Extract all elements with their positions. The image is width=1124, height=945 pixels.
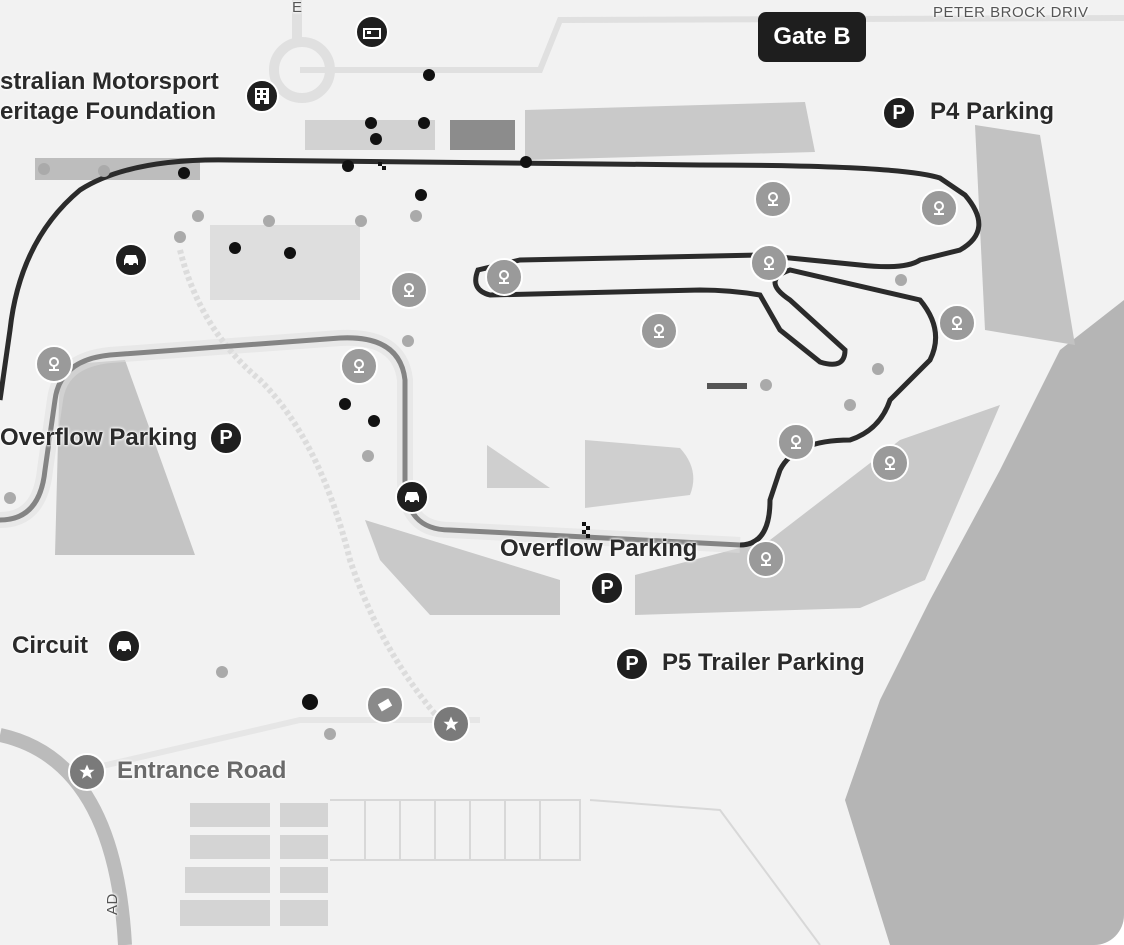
parking-area-east <box>975 125 1075 345</box>
amenity-dot[interactable] <box>415 189 427 201</box>
amenity-dot[interactable] <box>370 133 382 145</box>
parking-icon[interactable]: P <box>209 421 243 455</box>
minor-poi-dot[interactable] <box>760 379 772 391</box>
amenity-dot[interactable] <box>229 242 241 254</box>
star-icon[interactable] <box>432 705 470 743</box>
hotel-icon[interactable] <box>355 15 389 49</box>
amenity-dot[interactable] <box>302 694 318 710</box>
minor-poi-dot[interactable] <box>324 728 336 740</box>
label-heritage-line1: stralian Motorsport <box>0 68 219 95</box>
minor-poi-dot[interactable] <box>362 450 374 462</box>
minor-poi-dot[interactable] <box>355 215 367 227</box>
road-label-e: E <box>292 0 303 16</box>
location-pin-icon[interactable] <box>938 304 976 342</box>
amenity-dot[interactable] <box>339 398 351 410</box>
peter-brock-drive <box>300 15 1124 73</box>
road-label-ad: AD <box>104 893 121 915</box>
parking-area-south <box>365 520 560 615</box>
amenity-dot[interactable] <box>342 160 354 172</box>
location-pin-icon[interactable] <box>920 189 958 227</box>
location-pin-icon[interactable] <box>390 271 428 309</box>
minor-poi-dot[interactable] <box>192 210 204 222</box>
car-icon[interactable] <box>395 480 429 514</box>
location-pin-icon[interactable] <box>340 347 378 385</box>
label-p5-trailer-parking: P5 Trailer Parking <box>662 649 865 676</box>
parking-icon[interactable]: P <box>590 571 624 605</box>
label-p4-parking: P4 Parking <box>930 98 1055 125</box>
label-overflow-parking-west: Overflow Parking <box>0 424 198 451</box>
large-area-east <box>845 300 1124 945</box>
infield-shape-1 <box>487 445 550 488</box>
minor-poi-dot[interactable] <box>872 363 884 375</box>
star-icon[interactable] <box>68 753 106 791</box>
gate-b-callout[interactable]: Gate B <box>758 12 866 62</box>
label-circuit: Circuit <box>12 632 89 659</box>
location-pin-icon[interactable] <box>485 258 523 296</box>
service-road <box>177 249 443 722</box>
amenity-dot[interactable] <box>423 69 435 81</box>
amenity-dot[interactable] <box>368 415 380 427</box>
paddock-building <box>210 225 360 300</box>
car-icon[interactable] <box>107 629 141 663</box>
infield-shape-2 <box>585 440 694 508</box>
parking-area-west <box>55 360 195 555</box>
label-overflow-parking-south: Overflow Parking <box>500 535 698 562</box>
location-pin-icon[interactable] <box>871 444 909 482</box>
road-label-peter-brock-drive: PETER BROCK DRIV <box>933 4 1089 21</box>
car-park-plots <box>180 803 328 926</box>
minor-poi-dot[interactable] <box>844 399 856 411</box>
parking-icon[interactable]: P <box>882 96 916 130</box>
location-pin-icon[interactable] <box>750 244 788 282</box>
amenity-dot[interactable] <box>520 156 532 168</box>
minor-poi-dot[interactable] <box>410 210 422 222</box>
location-pin-icon[interactable] <box>747 540 785 578</box>
minor-poi-dot[interactable] <box>4 492 16 504</box>
minor-poi-dot[interactable] <box>38 163 50 175</box>
amenity-dot[interactable] <box>178 167 190 179</box>
location-pin-icon[interactable] <box>35 345 73 383</box>
amenity-dot[interactable] <box>284 247 296 259</box>
location-pin-icon[interactable] <box>777 423 815 461</box>
parking-area-top <box>525 102 815 160</box>
pit-building-2 <box>450 120 515 150</box>
car-icon[interactable] <box>114 243 148 277</box>
location-pin-icon[interactable] <box>754 180 792 218</box>
parking-area-southeast <box>635 405 1000 615</box>
lot-lines <box>330 799 821 945</box>
location-pin-icon[interactable] <box>640 312 678 350</box>
minor-poi-dot[interactable] <box>98 165 110 177</box>
parking-icon[interactable]: P <box>615 647 649 681</box>
entrance-road <box>84 717 480 773</box>
label-heritage-line2: eritage Foundation <box>0 98 216 125</box>
finish-line <box>378 162 590 538</box>
amenity-dot[interactable] <box>365 117 377 129</box>
bridge <box>707 383 747 389</box>
building-icon[interactable] <box>245 79 279 113</box>
ticket-icon[interactable] <box>366 686 404 724</box>
label-entrance-road: Entrance Road <box>117 757 287 784</box>
minor-poi-dot[interactable] <box>263 215 275 227</box>
minor-poi-dot[interactable] <box>402 335 414 347</box>
minor-poi-dot[interactable] <box>216 666 228 678</box>
minor-poi-dot[interactable] <box>174 231 186 243</box>
entrance-road-curve <box>0 728 132 945</box>
amenity-dot[interactable] <box>418 117 430 129</box>
minor-poi-dot[interactable] <box>895 274 907 286</box>
